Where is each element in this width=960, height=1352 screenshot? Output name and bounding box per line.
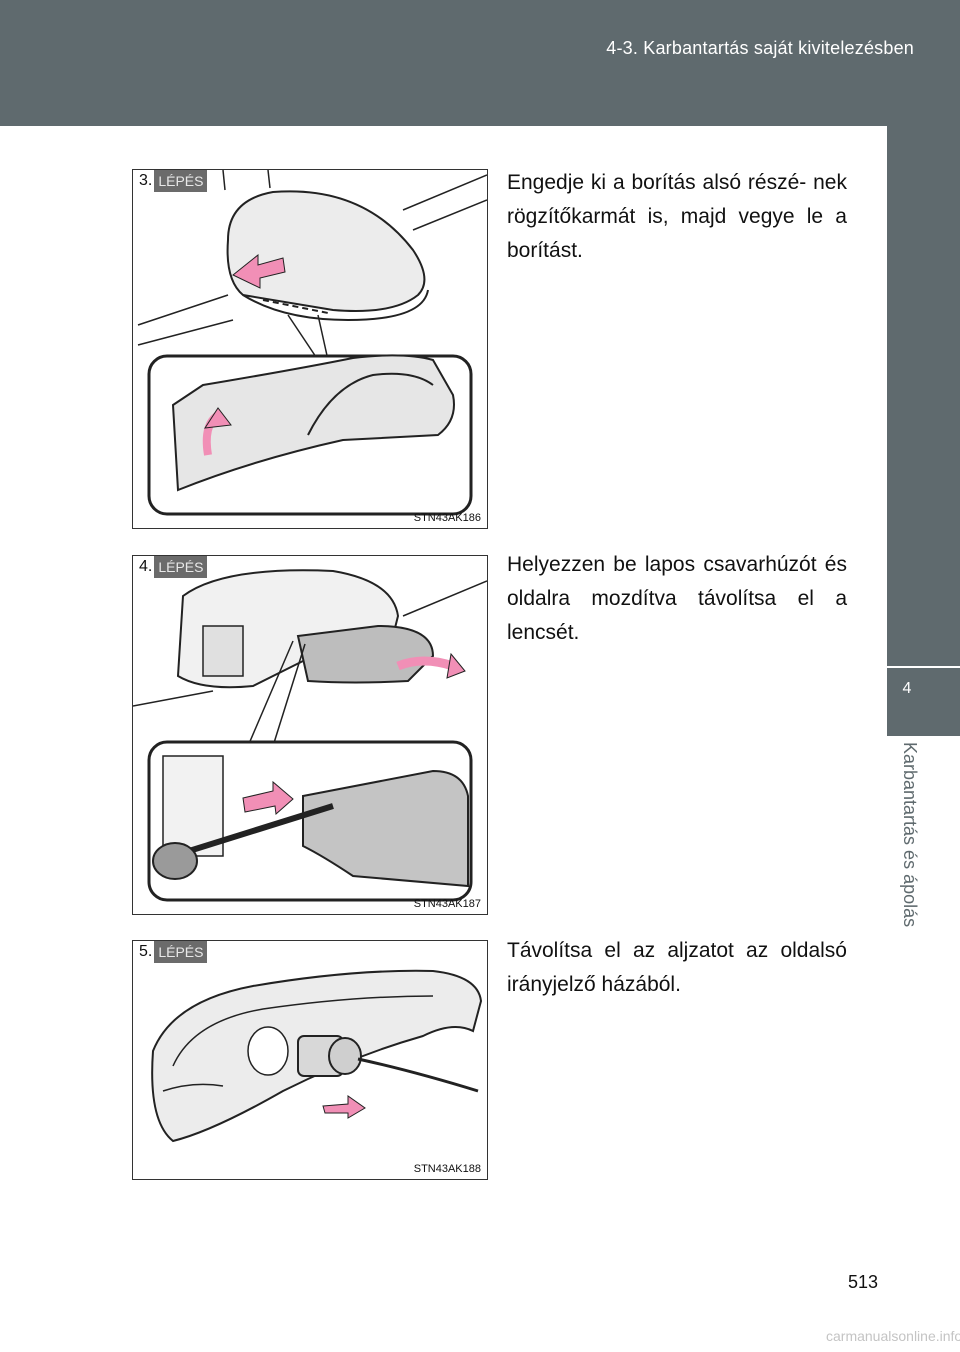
step-number: 3.: [133, 170, 155, 192]
watermark: carmanualsonline.info: [826, 1328, 960, 1344]
figure-code: STN43AK186: [413, 512, 481, 524]
step-5-badge: 5. LÉPÉS: [133, 941, 208, 963]
step-3-text: Engedje ki a borítás alsó részé- nek rög…: [507, 171, 847, 262]
socket-removal-illustration: [151, 969, 483, 1143]
page-number: 513: [848, 1272, 879, 1292]
step-3-badge: 3. LÉPÉS: [133, 170, 208, 192]
header-bar: 4-3. Karbantartás saját kivitelezésben: [0, 0, 960, 126]
section-title: 4-3. Karbantartás saját kivitelezésben: [606, 38, 914, 58]
chapter-tab-upper: [887, 126, 960, 666]
step-4-figure: 4. LÉPÉS STN43AK187: [132, 555, 488, 915]
lens-removal-illustration: [133, 569, 487, 902]
step-3-figure: 3. LÉPÉS STN43AK186: [132, 169, 488, 529]
figure-code: STN43AK187: [413, 898, 481, 910]
step-word: LÉPÉS: [154, 170, 208, 192]
figure-code: STN43AK188: [413, 1163, 481, 1175]
step-4-text: Helyezzen be lapos csavarhúzót és oldalr…: [507, 553, 847, 644]
step-5-text: Távolítsa el az aljzatot az oldalsó irán…: [507, 939, 847, 996]
mirror-cover-illustration: [137, 170, 487, 516]
step-5-figure: 5. LÉPÉS STN43AK188: [132, 940, 488, 1180]
chapter-number: 4: [902, 680, 912, 697]
step-4-badge: 4. LÉPÉS: [133, 556, 208, 578]
step-number: 4.: [133, 556, 155, 578]
step-word: LÉPÉS: [154, 556, 208, 578]
step-word: LÉPÉS: [154, 941, 208, 963]
chapter-title: Karbantartás és ápolás: [900, 742, 920, 928]
step-number: 5.: [133, 941, 155, 963]
chapter-tab-number-box: [887, 668, 960, 736]
